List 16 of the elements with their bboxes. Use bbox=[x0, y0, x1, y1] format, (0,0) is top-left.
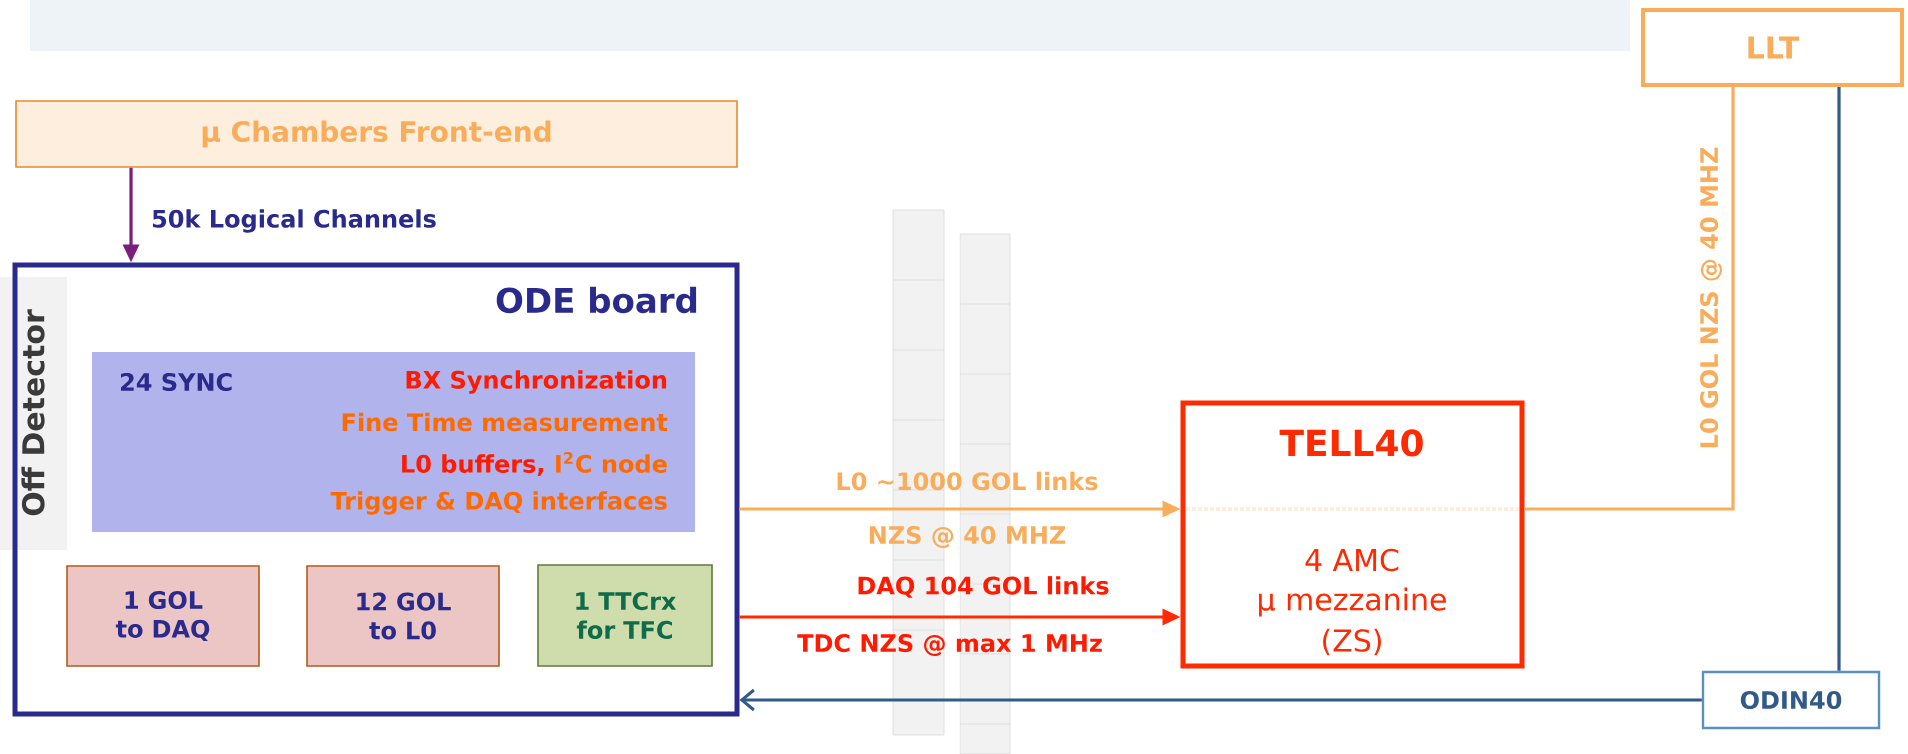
odin40-box: ODIN40 bbox=[1701, 670, 1881, 730]
arrow bbox=[739, 688, 1702, 712]
llt-box: LLT bbox=[1641, 8, 1904, 87]
link-note: L0 GOL NZS @ 40 MHZ bbox=[1700, 147, 1722, 448]
sync-box: 24 SYNC BX Synchronization Fine Time measurement L0 buffers, I$^{2}$C node Trigger & DAQ interfaces bbox=[92, 352, 695, 532]
front-end-box: µ Chambers Front-end bbox=[15, 100, 738, 168]
edge-label: DAQ 104 GOL links bbox=[858, 576, 1109, 598]
link-note: TDC NZS @ max 1 MHz bbox=[797, 634, 1102, 656]
chip-box: 1 TTCrx for TFC bbox=[537, 564, 713, 667]
edge-label: 50k Logical Channels bbox=[152, 209, 436, 233]
tell40-box: TELL40 4 AMC µ mezzanine (ZS) bbox=[1180, 400, 1525, 669]
off-detector-band: Off Detector bbox=[0, 277, 67, 550]
chip-box: 1 GOL to DAQ bbox=[66, 565, 260, 667]
chip-box: 12 GOL to L0 bbox=[306, 565, 500, 667]
link-note: NZS @ 40 MHZ bbox=[869, 526, 1066, 548]
edge-label: L0 ~1000 GOL links bbox=[837, 471, 1098, 491]
